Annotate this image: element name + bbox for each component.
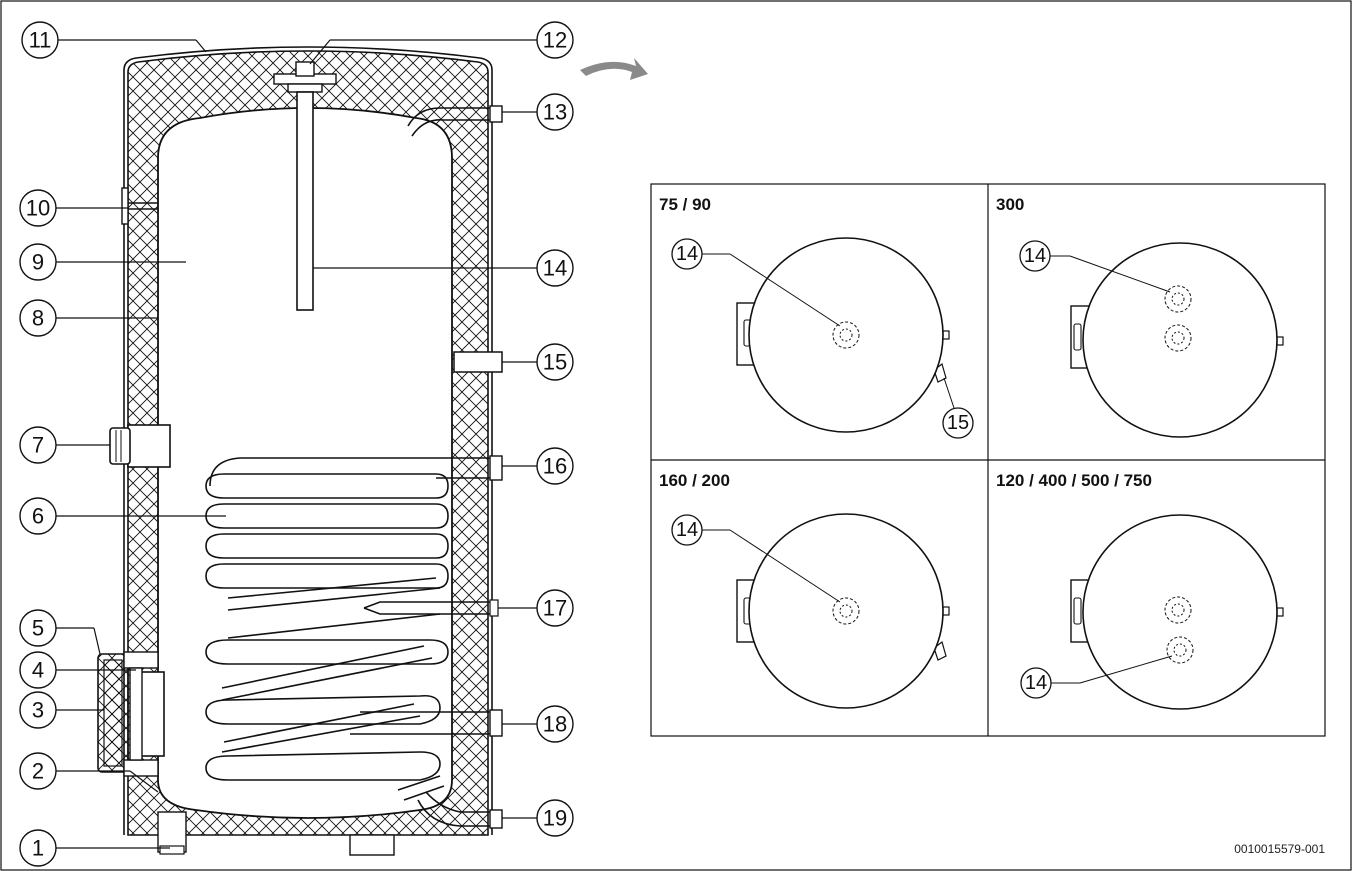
svg-text:14: 14 [1024, 245, 1046, 267]
callout-17: 17 [536, 589, 574, 627]
tank-foot [349, 834, 395, 856]
callout-8: 8 [19, 299, 57, 337]
callout-11: 11 [21, 21, 59, 59]
svg-text:11: 11 [29, 28, 52, 53]
svg-text:16: 16 [543, 454, 567, 479]
callout-10: 10 [19, 189, 57, 227]
leader-lines [56, 39, 537, 849]
svg-text:15: 15 [947, 412, 969, 434]
svg-text:14: 14 [543, 256, 567, 281]
tank-section [97, 46, 503, 856]
heating-coil [205, 473, 449, 781]
svg-text:7: 7 [32, 433, 44, 458]
svg-text:14: 14 [676, 519, 698, 541]
callout-2: 2 [19, 752, 57, 790]
callout-16: 16 [536, 447, 574, 485]
callout-1: 1 [19, 829, 57, 867]
svg-text:5: 5 [32, 616, 44, 641]
svg-text:4: 4 [32, 658, 44, 683]
callout-15: 15 [536, 343, 574, 381]
casing-top [123, 46, 493, 80]
callout-14: 14 [536, 249, 574, 287]
callout-5: 5 [19, 609, 57, 647]
svg-text:13: 13 [543, 100, 567, 125]
callout-7: 7 [19, 426, 57, 464]
svg-text:18: 18 [543, 712, 567, 737]
callout-4: 4 [19, 651, 57, 689]
callout-3: 3 [19, 691, 57, 729]
svg-text:120 / 400 / 500 / 750: 120 / 400 / 500 / 750 [996, 471, 1152, 490]
svg-text:10: 10 [26, 196, 50, 221]
svg-text:14: 14 [676, 243, 698, 265]
callout-18: 18 [536, 705, 574, 743]
svg-text:3: 3 [32, 698, 44, 723]
svg-text:8: 8 [32, 306, 44, 331]
svg-text:6: 6 [32, 504, 44, 529]
svg-text:17: 17 [543, 596, 567, 621]
svg-text:15: 15 [543, 350, 567, 375]
svg-text:9: 9 [32, 250, 44, 275]
svg-text:2: 2 [32, 759, 44, 784]
svg-text:160 / 200: 160 / 200 [659, 471, 730, 490]
callout-9: 9 [19, 243, 57, 281]
curved-arrow-icon [580, 58, 648, 80]
svg-text:14: 14 [1025, 672, 1047, 694]
document-id: 0010015579-001 [1234, 842, 1325, 856]
panel-300: 300 14 [996, 195, 1284, 438]
svg-text:12: 12 [543, 28, 567, 53]
callout-19: 19 [536, 799, 574, 837]
svg-text:75 / 90: 75 / 90 [659, 195, 711, 214]
svg-text:19: 19 [543, 806, 567, 831]
callout-6: 6 [19, 497, 57, 535]
callout-12: 12 [536, 21, 574, 59]
panel-160-200: 160 / 200 14 [659, 471, 950, 709]
svg-text:1: 1 [32, 836, 44, 861]
anode-rod [296, 91, 314, 311]
svg-text:300: 300 [996, 195, 1024, 214]
panel-75-90: 75 / 90 14 15 [659, 195, 974, 439]
panel-120-400-500-750: 120 / 400 / 500 / 750 14 [996, 471, 1284, 710]
callout-13: 13 [536, 93, 574, 131]
